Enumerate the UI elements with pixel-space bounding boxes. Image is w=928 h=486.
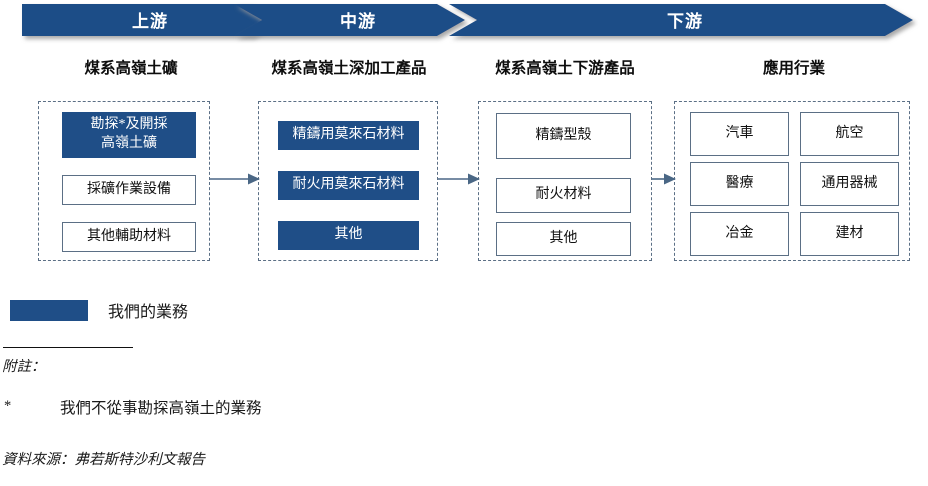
chevron-segment-midstream (234, 4, 465, 36)
column-header-applications: 應用行業 (762, 60, 825, 77)
item-box: 通用器械 (800, 162, 899, 206)
item-box: 耐火用莫來石材料 (278, 171, 419, 200)
value-chain-banner: 上游 中游 下游 (0, 0, 928, 46)
chevron-banner-svg (22, 4, 913, 36)
group-container-applications (674, 101, 910, 261)
chevron-label-upstream: 上游 (132, 12, 168, 31)
item-box: 冶金 (690, 212, 789, 256)
group-container-midstream (258, 101, 438, 261)
right-arrow-icon (210, 173, 260, 185)
item-box: 精鑄型殼 (496, 113, 631, 159)
item-box: 採礦作業設備 (62, 175, 196, 205)
item-box: 勘探*及開採 高嶺土礦 (62, 112, 196, 158)
item-box: 其他 (278, 221, 419, 250)
column-header-upstream-mine: 煤系高嶺土礦 (84, 60, 178, 77)
group-container-downstream (478, 101, 652, 261)
footnote-heading: 附註： (2, 359, 46, 375)
item-box: 其他輔助材料 (62, 222, 196, 252)
item-box: 精鑄用莫來石材料 (278, 121, 419, 150)
legend-label: 我們的業務 (108, 304, 189, 321)
chevron-label-midstream: 中游 (340, 12, 376, 31)
column-header-processed-products: 煤系高嶺土深加工產品 (271, 60, 427, 77)
chevron-segment-upstream (22, 4, 280, 36)
source-note: 資料來源：弗若斯特沙利文報告 (2, 452, 205, 468)
item-box: 汽車 (690, 112, 789, 156)
item-box: 耐火材料 (496, 178, 631, 213)
chevron-label-downstream: 下游 (667, 12, 703, 31)
legend-color-swatch (10, 300, 88, 321)
item-box: 建材 (800, 212, 899, 256)
right-arrow-icon (438, 173, 480, 185)
right-arrow-icon (652, 173, 676, 185)
item-box: 航空 (800, 112, 899, 156)
chevron-segment-downstream (449, 4, 913, 36)
footnote-marker: * (4, 398, 12, 414)
item-box: 醫療 (690, 162, 789, 206)
column-header-downstream-products: 煤系高嶺土下游產品 (495, 60, 635, 77)
footnote-divider (3, 347, 133, 348)
group-container-upstream (38, 101, 210, 261)
item-box: 其他 (496, 222, 631, 256)
footnote-text: 我們不從事勘探高嶺土的業務 (60, 400, 262, 417)
